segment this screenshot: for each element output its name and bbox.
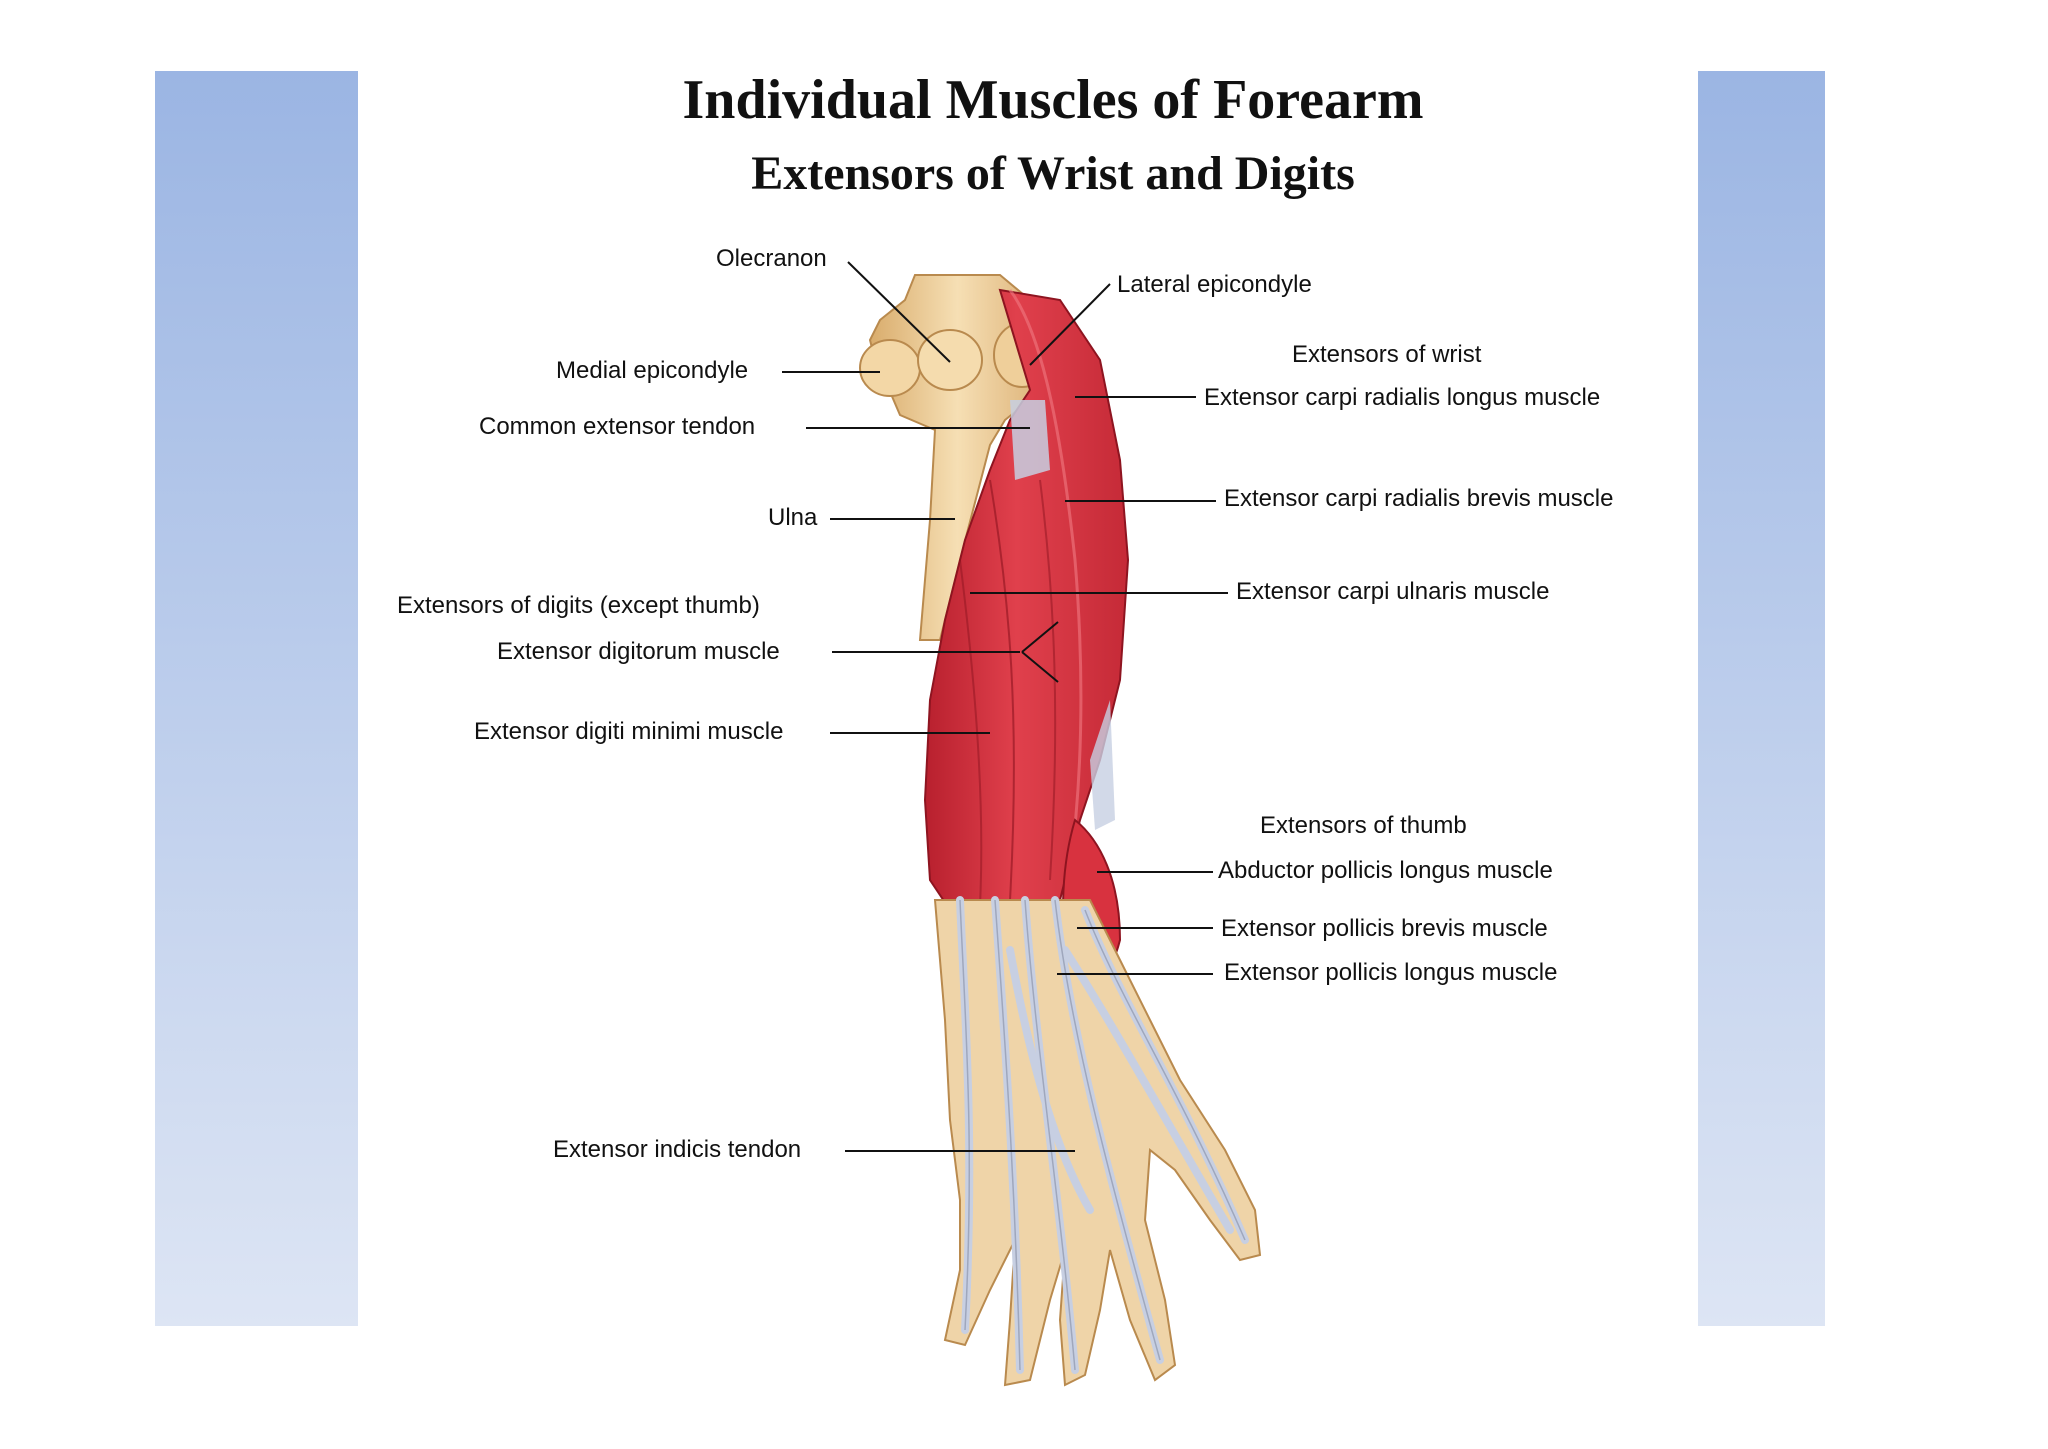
page-title: Individual Muscles of Forearm (682, 69, 1424, 131)
label-common-extensor-tendon: Common extensor tendon (479, 413, 756, 440)
label-extensors-of-wrist-heading: Extensors of wrist (1292, 341, 1482, 368)
label-extensors-of-digits-heading: Extensors of digits (except thumb) (397, 592, 760, 619)
label-apl: Abductor pollicis longus muscle (1218, 857, 1553, 884)
label-olecranon: Olecranon (716, 245, 827, 272)
leader-lines (782, 261, 1228, 1152)
page-subtitle: Extensors of Wrist and Digits (751, 147, 1355, 200)
label-extensor-digitorum: Extensor digitorum muscle (497, 638, 780, 665)
right-decorative-bar (1698, 71, 1825, 1326)
label-extensor-indicis-tendon: Extensor indicis tendon (553, 1136, 802, 1163)
label-ecu: Extensor carpi ulnaris muscle (1236, 578, 1550, 605)
label-extensor-digiti-minimi: Extensor digiti minimi muscle (474, 718, 784, 745)
label-epl: Extensor pollicis longus muscle (1224, 959, 1558, 986)
hand (933, 896, 1262, 1387)
label-epb: Extensor pollicis brevis muscle (1221, 915, 1548, 942)
label-ecrb: Extensor carpi radialis brevis muscle (1224, 485, 1614, 512)
left-decorative-bar (155, 71, 358, 1326)
label-ulna: Ulna (768, 504, 818, 531)
label-medial-epicondyle: Medial epicondyle (556, 357, 749, 384)
label-lateral-epicondyle: Lateral epicondyle (1117, 271, 1312, 298)
label-ecrl: Extensor carpi radialis longus muscle (1204, 384, 1601, 411)
label-extensors-of-thumb-heading: Extensors of thumb (1260, 812, 1467, 839)
